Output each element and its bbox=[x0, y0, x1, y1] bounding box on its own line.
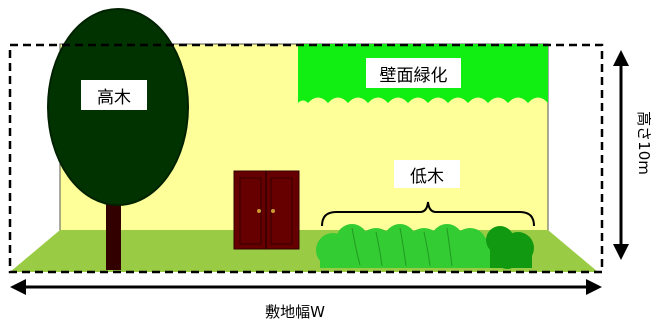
height-label: 高さ10m bbox=[635, 111, 651, 175]
site-boundary bbox=[8, 43, 604, 274]
height-arrow bbox=[613, 50, 629, 260]
low-tree-shrubs bbox=[316, 224, 534, 269]
low-tree-label: 低木 bbox=[394, 160, 460, 188]
site-width-label: 敷地幅W bbox=[265, 302, 325, 321]
tall-tree-label: 高木 bbox=[81, 80, 147, 110]
low-tree-brace bbox=[321, 201, 535, 227]
door-knob-left bbox=[257, 209, 261, 213]
door bbox=[233, 170, 300, 250]
door-knob-right bbox=[271, 209, 275, 213]
wall-greening-label: 壁面緑化 bbox=[366, 58, 461, 88]
width-arrow bbox=[10, 279, 602, 295]
tall-tree-trunk bbox=[106, 198, 121, 270]
